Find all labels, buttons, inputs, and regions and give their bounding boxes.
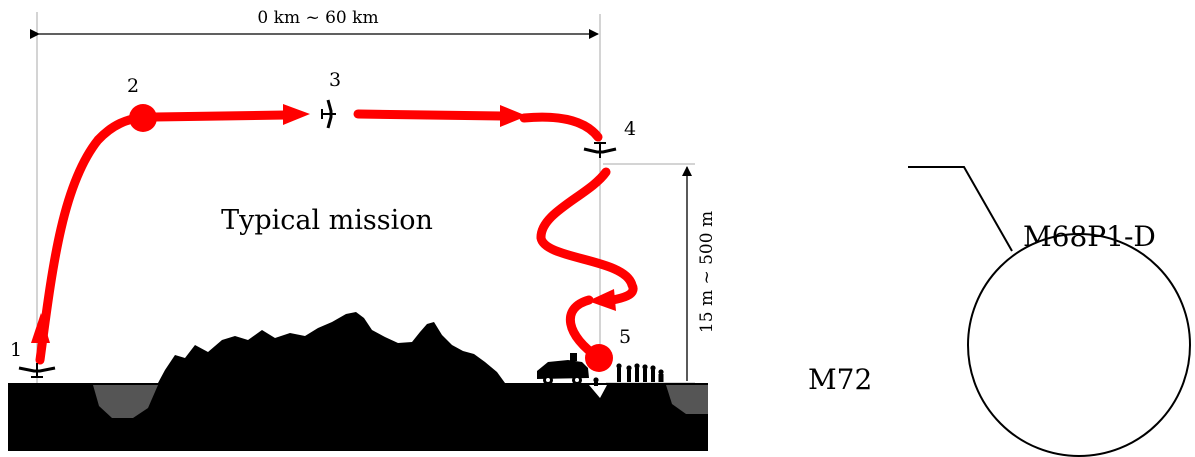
model-right-label: M68P1-D	[1023, 220, 1156, 253]
waypoint-5-label: 5	[619, 326, 631, 348]
arrow-descent	[588, 289, 616, 311]
arrow-cruise-1	[283, 104, 310, 125]
target-marker	[585, 344, 613, 372]
model-left-label: M72	[808, 363, 872, 396]
soldiers-icon	[593, 363, 664, 386]
cruise-segment-1	[150, 110, 290, 122]
mission-label: Typical mission	[221, 205, 433, 236]
waypoint-2-label: 2	[127, 75, 139, 97]
arrow-cruise-2	[500, 105, 527, 127]
water-pit-left	[93, 385, 158, 418]
ground-mountains	[8, 312, 708, 451]
crater	[589, 385, 607, 398]
arrow-climb	[31, 313, 50, 343]
water-pit-right	[666, 385, 708, 414]
cruise-segment-2	[353, 109, 507, 121]
altitude-dimension: 15 m ~ 500 m	[682, 166, 717, 381]
terrain	[8, 312, 708, 451]
waypoint-3-label: 3	[329, 69, 341, 91]
altitude-label: 15 m ~ 500 m	[697, 211, 717, 333]
aircraft-icon-descent	[583, 142, 617, 158]
flight-path	[35, 109, 638, 365]
model-circle	[967, 233, 1191, 457]
waypoint-4-label: 4	[624, 118, 636, 140]
range-label: 0 km ~ 60 km	[257, 8, 378, 28]
leader-line	[908, 166, 1013, 252]
climb-segment	[35, 113, 148, 365]
flight-arrowheads	[31, 104, 616, 343]
range-dimension: 0 km ~ 60 km	[30, 8, 599, 39]
descent-spiral	[536, 167, 638, 306]
cruise-segment-3	[519, 112, 603, 142]
model-callout: M68P1-D M72	[808, 166, 1191, 457]
aircraft-icon-cruise	[321, 99, 336, 129]
vehicle-icon	[537, 353, 589, 385]
waypoint-1-label: 1	[10, 339, 22, 361]
waypoint-2-marker	[129, 104, 157, 132]
aircraft-icon-launch	[18, 363, 56, 378]
